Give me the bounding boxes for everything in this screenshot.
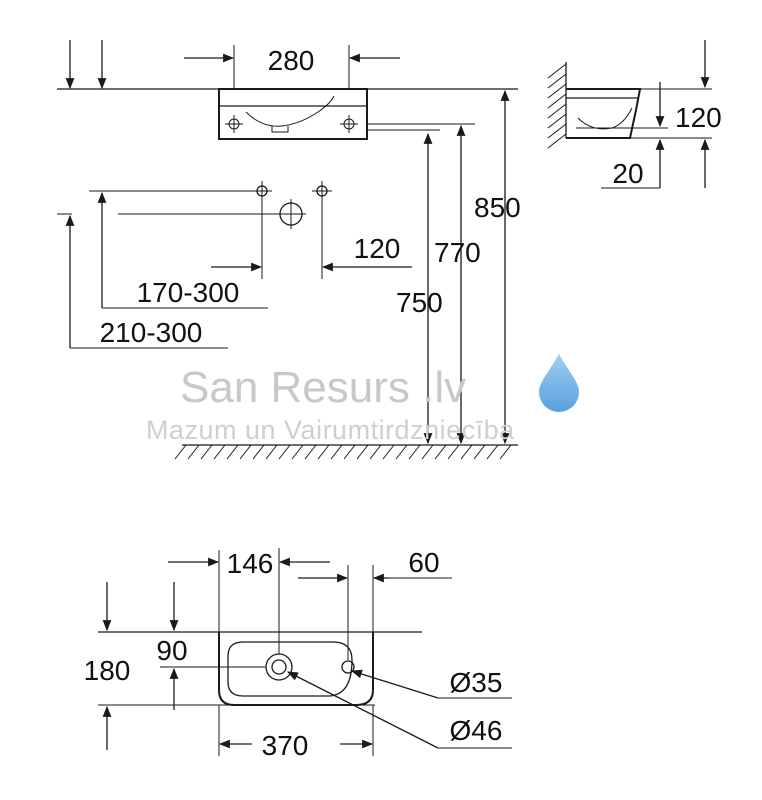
plan-146-label: 146	[227, 548, 274, 579]
diameter-46-leader	[287, 671, 439, 749]
dim-770-label: 770	[434, 237, 481, 268]
plan-view: 180 90 146 60 370 Ø35	[84, 547, 512, 761]
basin-drain	[271, 126, 289, 133]
plan-basin-outline	[218, 632, 374, 706]
plan-180-label: 180	[84, 655, 131, 686]
dim-280-label: 280	[268, 45, 315, 76]
side-elevation: 120 20	[547, 40, 722, 189]
plan-bowl-outline	[227, 641, 353, 697]
front-elevation: 280 850 770 750	[57, 40, 521, 460]
plan-drain-outer	[265, 653, 293, 681]
plan-tap-hole	[341, 660, 355, 674]
diameter-35-label: Ø35	[450, 667, 503, 698]
diameter-46-label: Ø46	[450, 715, 503, 746]
floor-hatch	[174, 444, 518, 460]
dim-850-label: 850	[474, 192, 521, 223]
basin-front-view	[218, 88, 368, 140]
watermark-title: San Resurs .lv	[180, 363, 466, 412]
dim-750-label: 750	[396, 287, 443, 318]
dim-170-300-label: 170-300	[137, 277, 240, 308]
side-120-label: 120	[675, 102, 722, 133]
side-20-label: 20	[612, 158, 643, 189]
wall-hole-pattern	[252, 181, 332, 279]
side-basin-outline	[566, 88, 642, 139]
plan-370-label: 370	[262, 730, 309, 761]
diameter-35-leader	[350, 669, 439, 699]
watermark: San Resurs .lv Mazum un Vairumtirdzniecī…	[146, 354, 579, 445]
dim-120-label: 120	[354, 233, 401, 264]
plan-60-label: 60	[408, 547, 439, 578]
basin-body	[218, 88, 368, 140]
basin-bowl-curve	[245, 95, 335, 127]
side-wall-hatch	[547, 63, 567, 149]
plan-90-label: 90	[156, 635, 187, 666]
side-basin-bowl	[577, 107, 633, 130]
watermark-subtitle: Mazum un Vairumtirdzniecība	[146, 415, 515, 445]
water-drop-icon	[539, 354, 579, 412]
dim-210-300-label: 210-300	[100, 317, 203, 348]
plan-drain-inner	[271, 659, 287, 675]
